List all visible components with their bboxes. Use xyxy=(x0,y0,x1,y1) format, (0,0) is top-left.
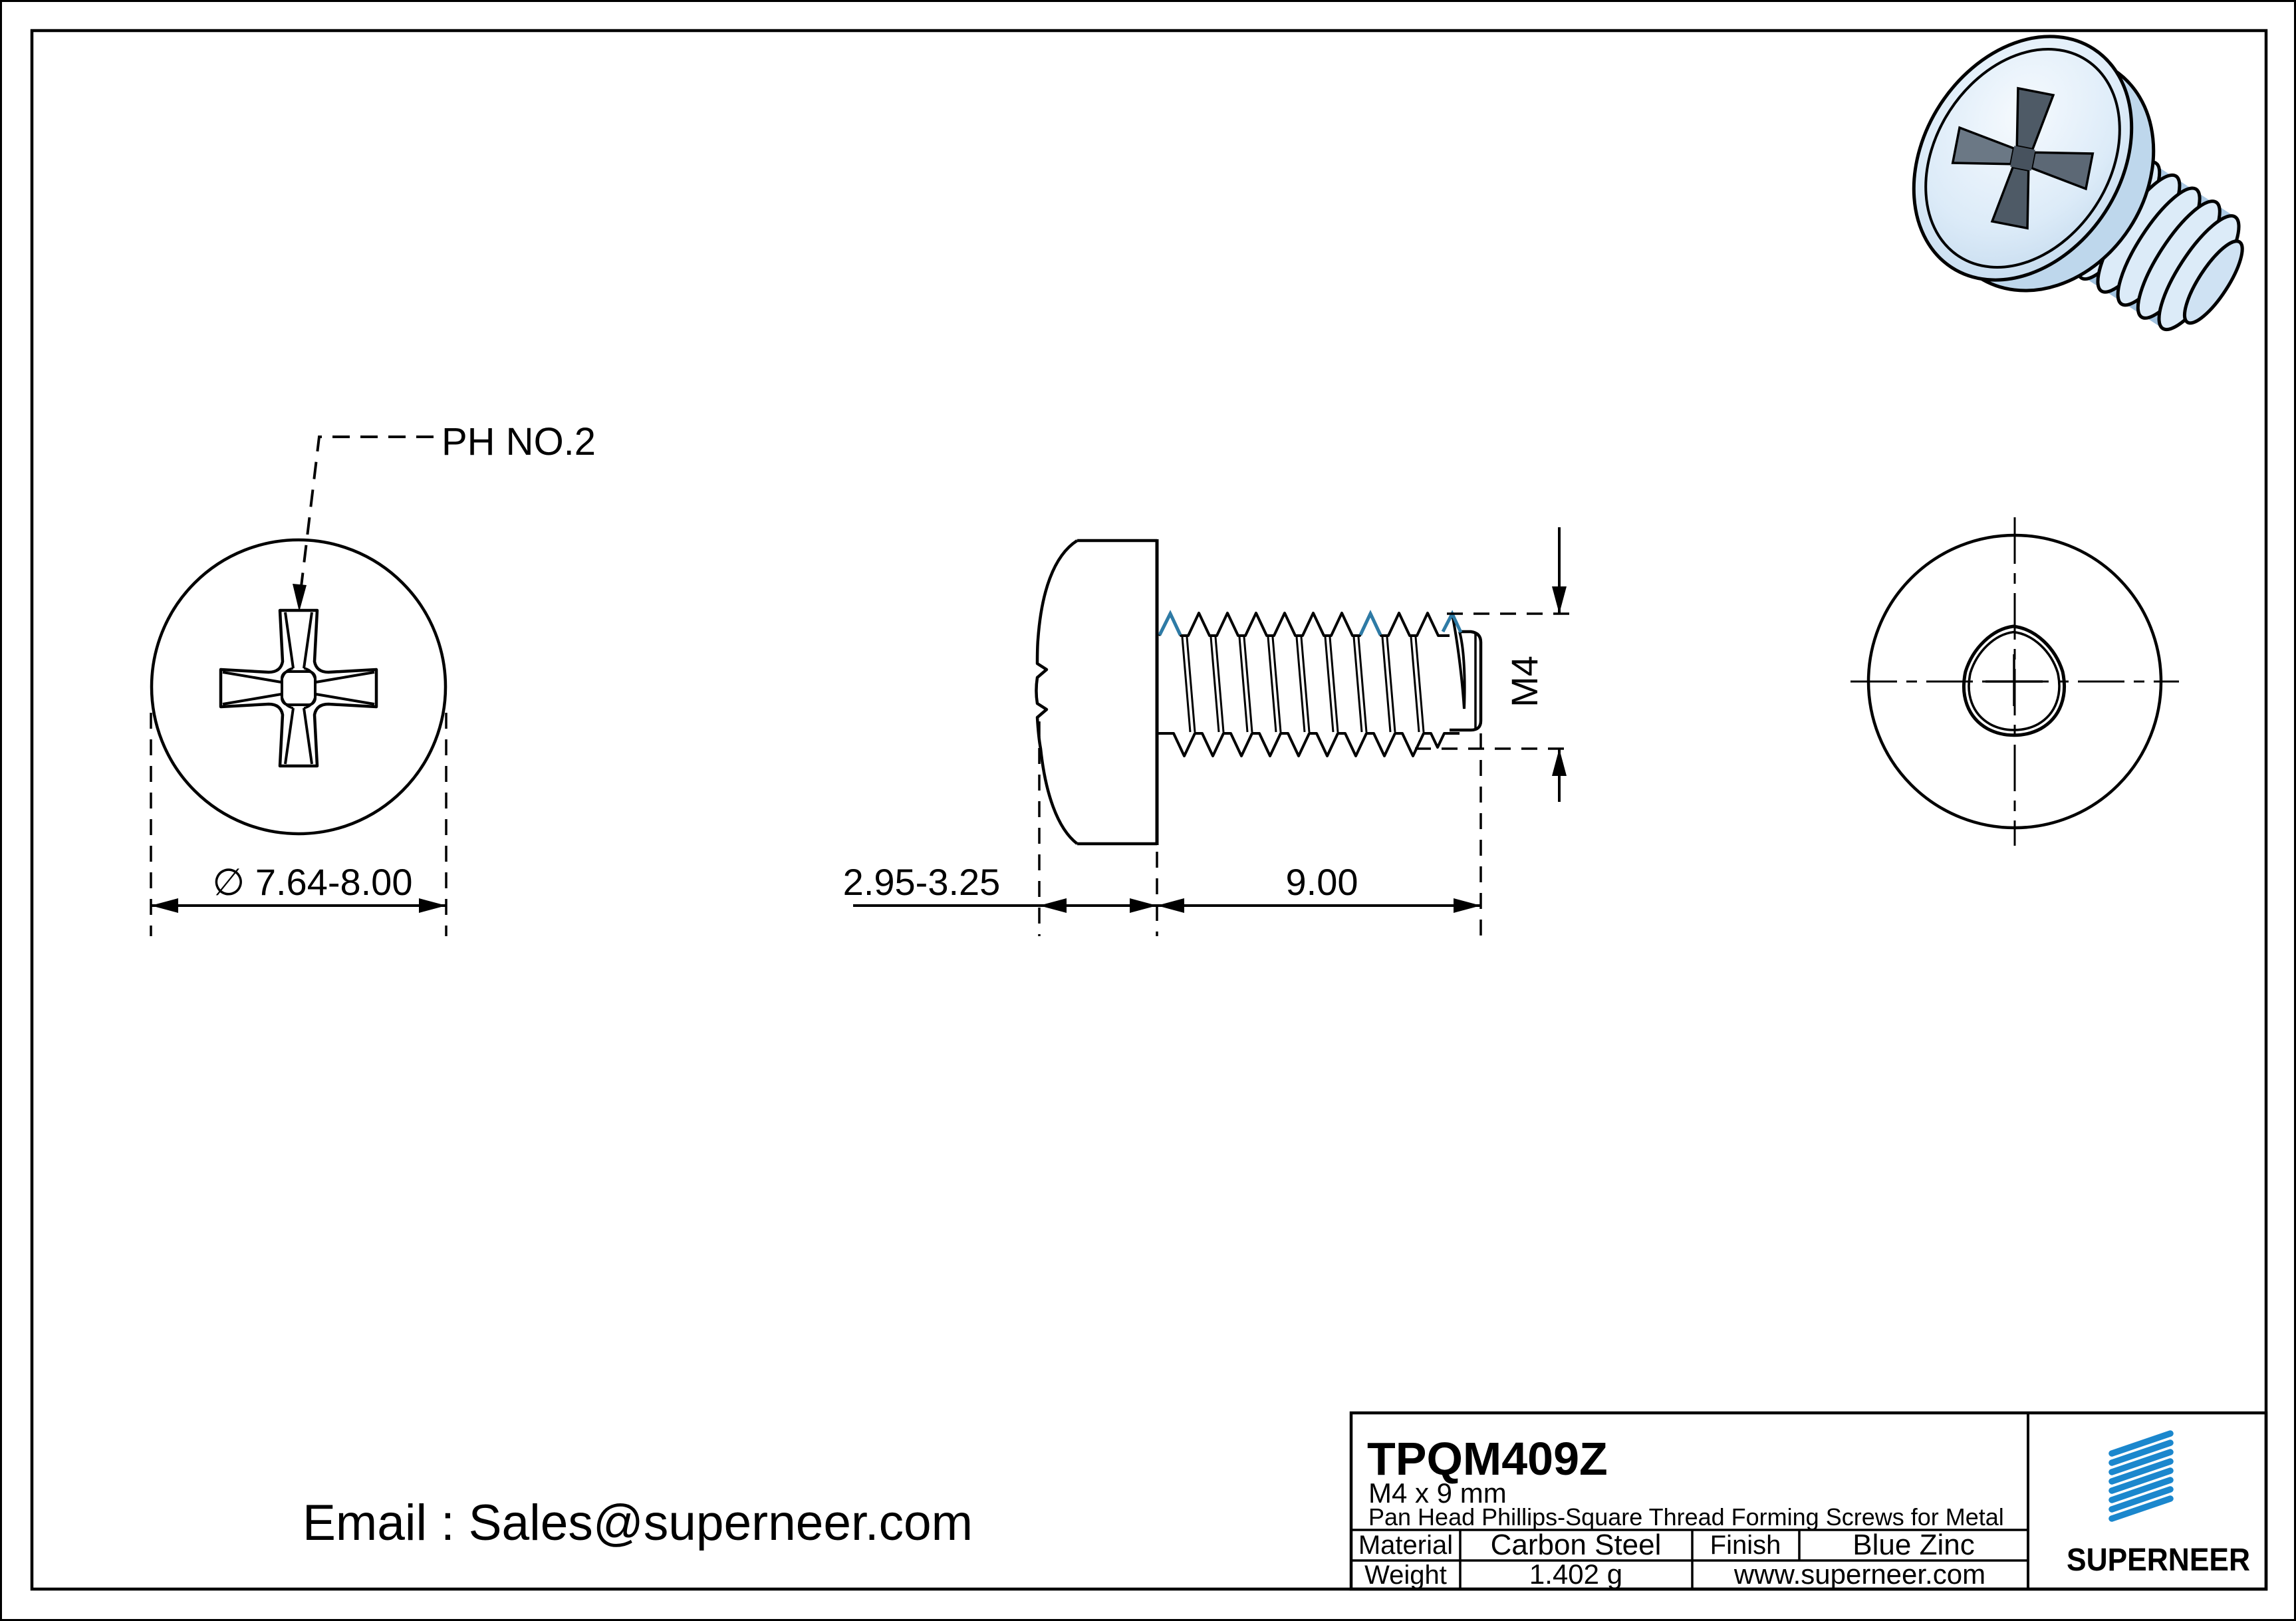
m4-arrow-top xyxy=(1552,586,1567,614)
thread-size-dim-text: M4 xyxy=(1503,656,1545,707)
title-block-border xyxy=(1349,1411,2268,1591)
brand-name: SUPERNEER xyxy=(2067,1543,2250,1578)
front-view xyxy=(150,436,447,936)
trilobe-outer xyxy=(1962,624,2066,737)
end-view xyxy=(1850,517,2179,846)
part-number: TPQM409Z xyxy=(1367,1433,1608,1485)
weight-label: Weight xyxy=(1364,1560,1447,1590)
length-arrow-right xyxy=(1454,898,1481,913)
weight-value: 1.402 g xyxy=(1529,1559,1622,1590)
contact-email: Email : Sales@superneer.com xyxy=(303,1495,973,1551)
thread-bottom-zigzag xyxy=(1157,732,1460,757)
phillips-fillet-curves xyxy=(280,667,317,709)
recess-leader-arrow xyxy=(293,584,307,612)
phillips-cross-outline xyxy=(219,608,378,768)
bottom-extension-lines xyxy=(1038,721,1482,936)
recess-leader-line xyxy=(300,436,434,587)
render-tip xyxy=(2182,239,2244,325)
finish-label: Finish xyxy=(1710,1531,1781,1560)
diameter-dim-text: ∅ 7.64-8.00 xyxy=(213,861,413,903)
dim-arrow-left xyxy=(151,898,178,913)
render-phillips-recess xyxy=(1951,86,2095,230)
center-cross xyxy=(1985,654,2043,706)
screw-3d-render xyxy=(1912,35,2244,332)
side-view xyxy=(853,527,1571,936)
title-block xyxy=(1349,1411,2268,1591)
dim-arrow-right xyxy=(419,898,446,913)
thread-length-dim-text: 9.00 xyxy=(1286,861,1358,903)
head-dome-profile xyxy=(1035,539,1079,845)
thread-flank-lines xyxy=(1181,636,1425,733)
part-size: M4 x 9 mm xyxy=(1368,1477,1507,1509)
screw-tip xyxy=(1450,630,1483,732)
material-label: Material xyxy=(1358,1531,1453,1560)
phillips-center-square xyxy=(281,670,317,706)
thread-top-zigzag xyxy=(1158,612,1450,637)
head-top-bottom-lines xyxy=(1077,539,1157,846)
part-description: Pan Head Phillips-Square Thread Forming … xyxy=(1368,1503,2004,1531)
brand-logo-icon xyxy=(2108,1430,2174,1522)
thread-runout xyxy=(1451,614,1466,709)
recess-label: PH NO.2 xyxy=(442,420,596,463)
trilobe-inner xyxy=(1968,630,2061,731)
material-value: Carbon Steel xyxy=(1491,1529,1662,1561)
title-block-col-lines xyxy=(1459,1530,1801,1589)
length-arrow-left xyxy=(1157,898,1184,913)
phillips-flank-lines xyxy=(222,612,375,765)
m4-dashed-lines xyxy=(1415,612,1571,750)
headheight-arrow-right xyxy=(1130,898,1157,913)
head-height-dim-text: 2.95-3.25 xyxy=(843,861,1001,903)
m4-arrow-bottom xyxy=(1552,749,1567,776)
head-outline-circle xyxy=(150,538,447,836)
render-head-ring xyxy=(1924,48,2121,269)
website-link[interactable]: www.superneer.com xyxy=(1733,1559,1985,1590)
diameter-extension-lines xyxy=(150,713,447,936)
headheight-arrow-left xyxy=(1039,898,1067,913)
title-block-row-lines xyxy=(1351,1529,2028,1562)
drawing-frame xyxy=(30,29,2268,1591)
finish-value: Blue Zinc xyxy=(1852,1529,1974,1561)
